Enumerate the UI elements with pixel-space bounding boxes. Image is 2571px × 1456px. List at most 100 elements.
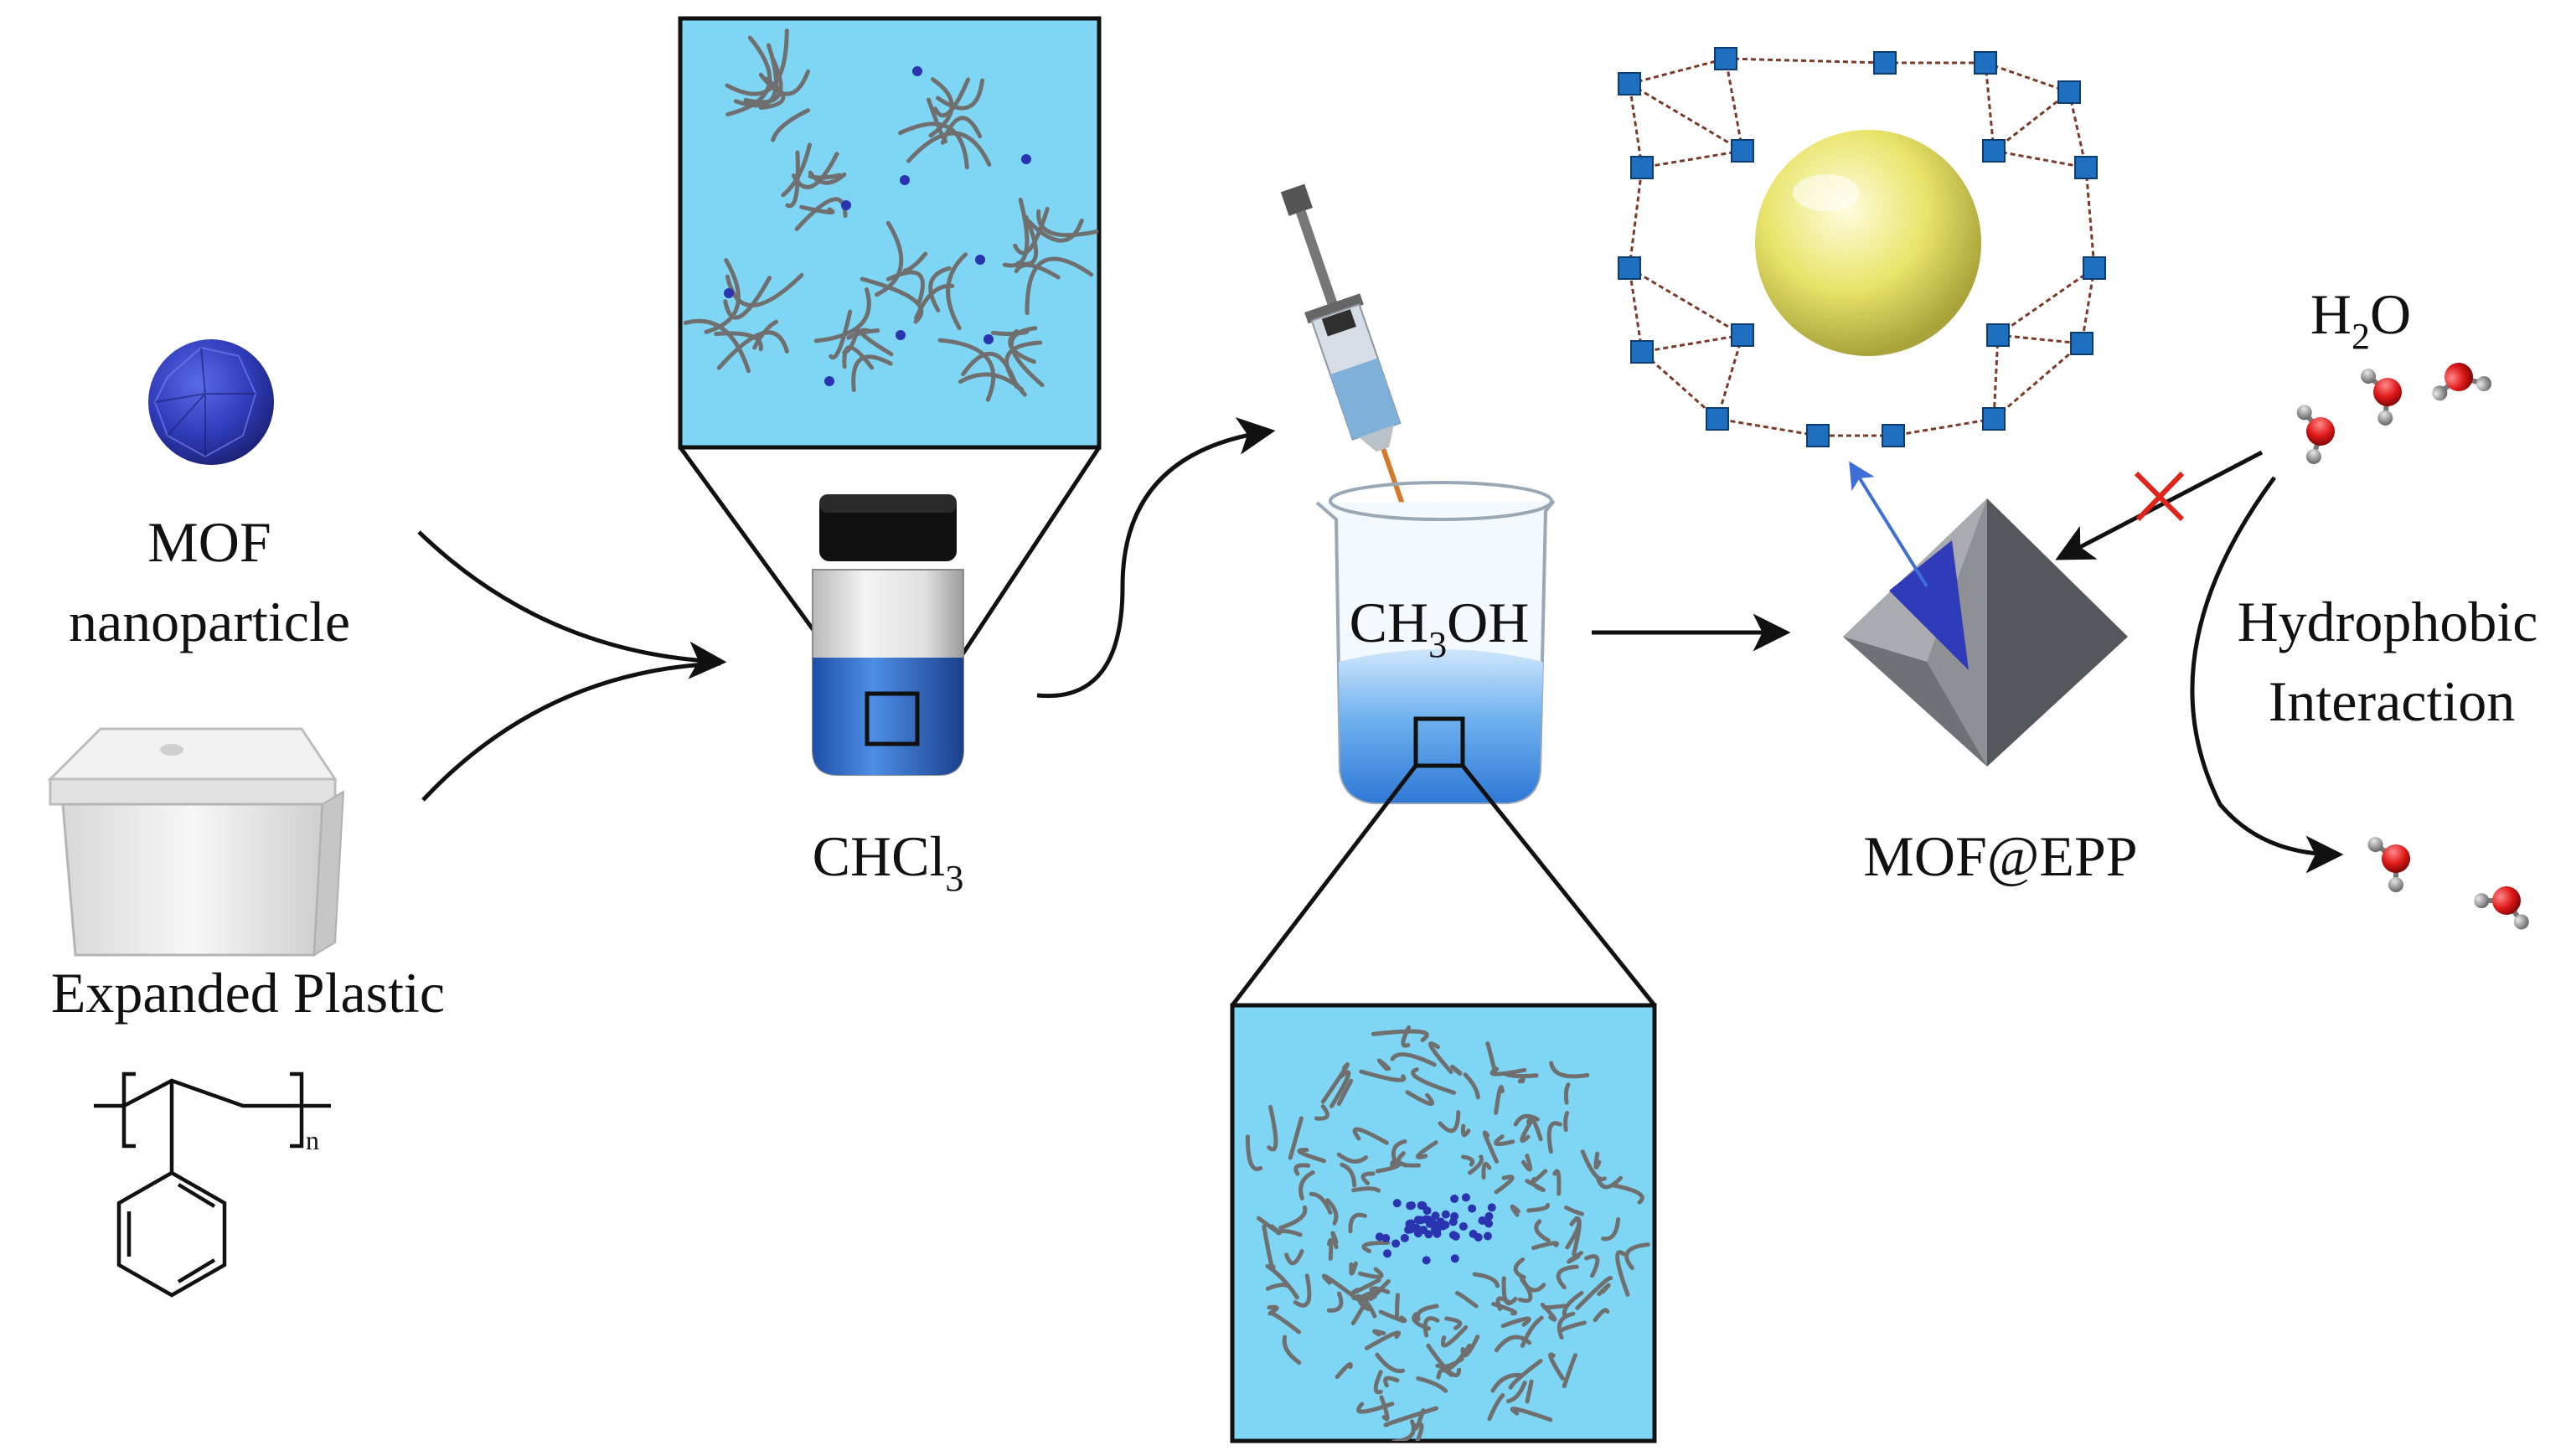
polymer-strand [704, 258, 741, 334]
polymer-strand [1349, 1261, 1358, 1276]
polymer-strand [898, 121, 969, 170]
polymer-strand [1450, 1064, 1463, 1077]
octahedron-icon [1843, 498, 2128, 767]
framework-link [1716, 334, 1744, 420]
water-molecule-icon [2367, 837, 2410, 893]
mof-framework-icon [1618, 47, 2106, 447]
framework-link [1717, 417, 1819, 437]
polymer-strand [1326, 1238, 1334, 1261]
polymer-strand [1597, 1283, 1611, 1297]
polymer-strand [1422, 1316, 1440, 1338]
polymer-strand [1416, 1376, 1448, 1393]
mof-particle-dot [1469, 1229, 1478, 1238]
polymer-strand [1361, 1240, 1391, 1253]
polymer-strand [1257, 1216, 1282, 1236]
polymer-strand [1267, 1304, 1279, 1314]
polymer-strand [946, 252, 968, 331]
water-molecules [2296, 363, 2529, 930]
polymer-strand [1288, 1116, 1304, 1160]
polymer-strand [1562, 1290, 1584, 1318]
mof-particle-dot [1458, 1221, 1468, 1231]
polymer-strand [813, 287, 871, 343]
polymer-strand [1460, 1123, 1471, 1138]
framework-link [1629, 57, 1727, 85]
polymer-strand [1416, 1140, 1438, 1159]
polymer-strand [846, 328, 880, 340]
polymer-strand [1546, 1121, 1562, 1154]
polymer-strand [1435, 1356, 1464, 1369]
polymer-strand [1501, 1276, 1518, 1305]
polymer-strand [1309, 1191, 1333, 1215]
mof-particle-dot [1412, 1223, 1421, 1232]
polymer-strand [1373, 1370, 1383, 1395]
polymer-strand [1009, 326, 1045, 388]
framework-link [1628, 83, 1644, 168]
polymer-strand [1360, 1171, 1376, 1185]
polymer-strand [1562, 1353, 1578, 1389]
polymer-strand [1444, 1316, 1463, 1330]
polymer-strand [758, 76, 786, 111]
framework-link [1892, 417, 1995, 437]
block-cross-icon [2134, 471, 2185, 522]
mof-nanoparticle-icon [148, 339, 274, 465]
polymer-strand [1500, 1316, 1531, 1329]
mof-particle-dot [1391, 1239, 1401, 1248]
polymer-strand [1563, 1082, 1571, 1105]
polymer-strand [1601, 1216, 1621, 1242]
polymer-strand [1540, 1302, 1557, 1322]
chcl3-label: CHCl3 [813, 824, 964, 899]
polymer-strand [885, 270, 925, 305]
framework-node [1982, 407, 2006, 431]
polymer-strand [1428, 1041, 1453, 1074]
polymer-strand [1463, 1072, 1480, 1100]
polymer-strand [1016, 214, 1039, 266]
framework-node [1731, 323, 1754, 347]
polymer-strand [1611, 1183, 1644, 1205]
mof-particle-dot [1383, 1249, 1392, 1258]
polymer-strand [1390, 1052, 1437, 1067]
polymer-strand [1531, 1169, 1548, 1184]
framework-link [1997, 266, 2095, 337]
mof-particle-dot [724, 288, 734, 298]
polymer-strand [1584, 1254, 1600, 1278]
polymer-strand [933, 77, 971, 118]
polymer-strand [1326, 1291, 1344, 1313]
vial-icon [812, 494, 964, 776]
blocked-water-arrow [2055, 450, 2264, 560]
polymer-strand [1534, 1219, 1551, 1243]
polymer-strand [1357, 1290, 1379, 1312]
framework-node [2070, 332, 2093, 355]
mof-particle-dot [841, 200, 851, 210]
mof-particle-dot [1461, 1193, 1470, 1202]
arrow-mof-to-vial [417, 530, 727, 679]
hydrophobic-arrow [2190, 476, 2344, 874]
polymer-strand [683, 318, 751, 374]
water-molecule-icon [2296, 405, 2335, 464]
polymer-strand [1391, 1419, 1416, 1441]
polymer-strand [1460, 1335, 1480, 1358]
polymer-strand [1575, 1276, 1613, 1310]
framework-node [1986, 323, 2010, 347]
mof-particle-dot [1484, 1219, 1494, 1228]
hydrophobic-label-line1: Hydrophobic [2238, 590, 2538, 653]
chcl3-zoom-panel [678, 16, 1102, 450]
framework-link [1997, 333, 2083, 345]
polymer-strand [1411, 1422, 1424, 1441]
expanded-plastic-label: Expanded Plastic [51, 961, 445, 1025]
framework-link [1724, 58, 1744, 152]
mof-particle-dot [896, 330, 906, 340]
framework-node [2083, 256, 2106, 280]
water-molecule-icon [2474, 886, 2529, 930]
water-molecule-icon [2361, 369, 2402, 426]
mof-particle-dot [900, 175, 910, 185]
polymer-strand [1378, 1309, 1407, 1324]
polymer-strand [1336, 1078, 1354, 1107]
framework-link [1629, 266, 1743, 337]
polymer-strand [1461, 1154, 1475, 1167]
polymer-strand [937, 338, 996, 402]
arrow-plastic-to-vial [421, 661, 721, 802]
h2o-label: H2O [2310, 282, 2411, 357]
polymer-strand [1320, 1062, 1350, 1104]
mof-particle-dot [1483, 1231, 1492, 1241]
